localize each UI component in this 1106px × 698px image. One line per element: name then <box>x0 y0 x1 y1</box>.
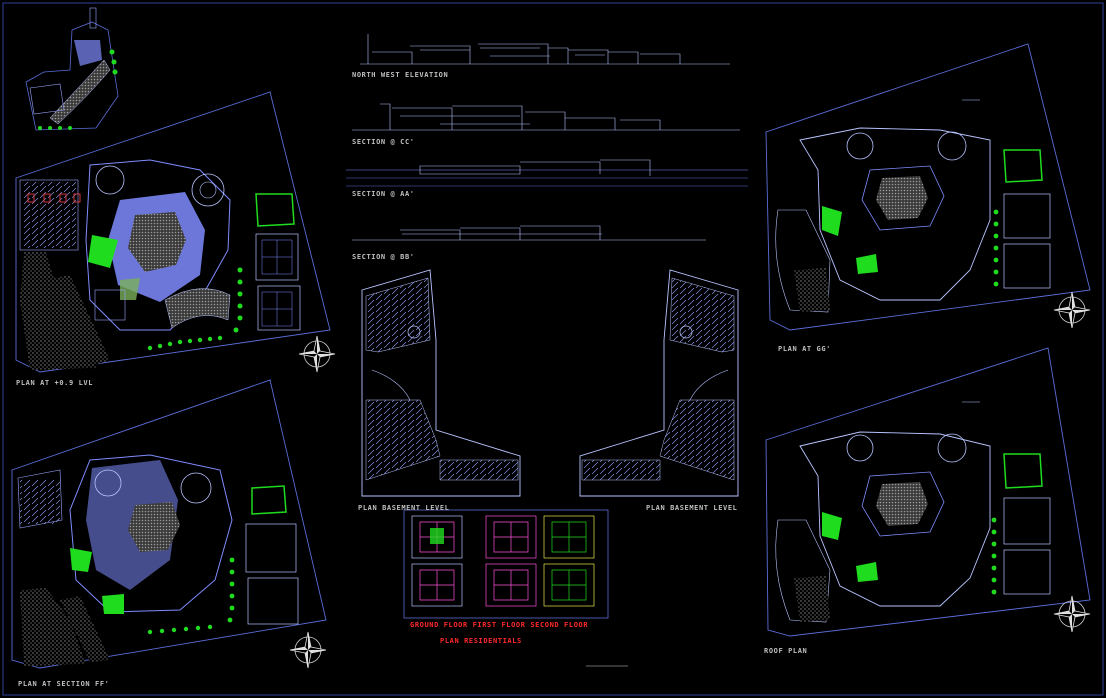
plan-at-gg <box>765 43 1091 331</box>
label-plan-gg: PLAN AT GG' <box>778 345 831 353</box>
label-roof-plan: ROOF PLAN <box>764 647 808 655</box>
basement-plan-left <box>361 269 521 497</box>
label-section-bb: SECTION @ BB' <box>352 253 415 261</box>
plan-at-plus-0-9 <box>15 91 336 373</box>
label-plan-basement-left: PLAN BASEMENT LEVEL <box>358 504 450 512</box>
label-plan-plus-0-9: PLAN AT +0.9 LVL <box>16 379 94 387</box>
label-floors-caption: GROUND FLOOR FIRST FLOOR SECOND FLOOR <box>410 621 589 629</box>
key-plan-top-left <box>25 7 119 131</box>
plan-at-section-ff <box>11 379 327 669</box>
label-section-aa: SECTION @ AA' <box>352 190 415 198</box>
label-plan-basement-right: PLAN BASEMENT LEVEL <box>646 504 738 512</box>
basement-plan-right <box>579 269 739 497</box>
label-plan-section-ff: PLAN AT SECTION FF' <box>18 680 110 688</box>
label-north-west-elevation: NORTH WEST ELEVATION <box>352 71 449 79</box>
elevation-and-sections <box>346 34 748 241</box>
roof-plan <box>765 347 1091 637</box>
label-section-cc: SECTION @ CC' <box>352 138 415 146</box>
label-plan-residentials: PLAN RESIDENTIALS <box>440 637 522 645</box>
residential-floor-plans <box>403 509 628 667</box>
